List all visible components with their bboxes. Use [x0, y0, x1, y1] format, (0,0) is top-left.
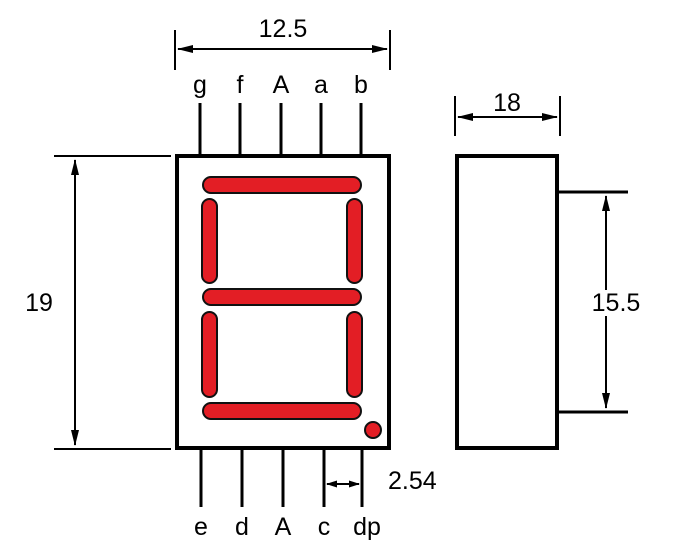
top-pin-label-g: g — [193, 71, 207, 99]
depth-dimension-label: 18 — [493, 89, 521, 117]
segment-a-top — [202, 176, 362, 194]
height-dimension — [54, 155, 171, 450]
depth-dimension — [454, 96, 561, 136]
top-pin-label-a-common: A — [272, 71, 290, 99]
top-pin-label-f: f — [236, 71, 244, 99]
display-body-side — [455, 154, 559, 450]
bottom-pin-label-d: d — [235, 513, 249, 541]
bottom-pin-leads — [199, 449, 364, 507]
pin-spacing-dimension-label: 15.5 — [584, 290, 648, 316]
segment-b-upper-right — [346, 198, 363, 284]
side-pin-leads — [559, 190, 628, 414]
segment-e-lower-left — [201, 311, 218, 398]
top-pin-label-b: b — [354, 71, 368, 99]
bottom-pin-label-e: e — [194, 513, 208, 541]
decimal-point — [364, 421, 382, 439]
pin-pitch-dimension-label: 2.54 — [388, 467, 437, 495]
segment-d-bottom — [202, 402, 362, 420]
segment-g-middle — [202, 288, 362, 306]
segments — [201, 176, 382, 439]
height-dimension-label: 19 — [25, 289, 53, 317]
bottom-pin-label-dp: dp — [353, 513, 381, 541]
bottom-pin-label-c: c — [317, 513, 331, 541]
segment-c-lower-right — [346, 311, 363, 398]
segment-f-upper-left — [201, 198, 218, 284]
top-pin-label-a: a — [314, 71, 328, 99]
bottom-pin-label-a-common: A — [274, 513, 292, 541]
width-dimension — [174, 30, 391, 70]
width-dimension-label: 12.5 — [258, 15, 308, 43]
top-pin-leads — [198, 103, 363, 156]
